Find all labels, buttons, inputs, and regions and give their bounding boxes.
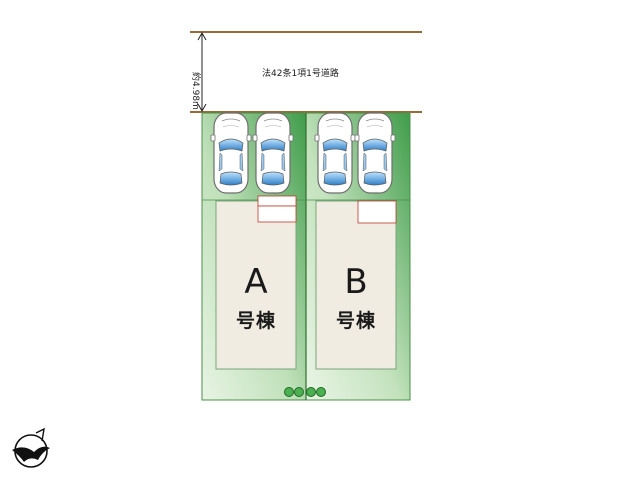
house-b-name: 号棟 bbox=[335, 310, 376, 332]
house-a-letter: A bbox=[244, 262, 268, 302]
house-a-name: 号棟 bbox=[235, 310, 276, 332]
planter-circle-icon bbox=[306, 387, 316, 397]
planter-circle-icon bbox=[284, 387, 294, 397]
car-icon bbox=[210, 112, 252, 194]
dimension-arrow-bottom bbox=[197, 103, 207, 113]
porch-step-a bbox=[257, 195, 297, 207]
porch-b bbox=[357, 200, 397, 224]
road-width-label: 約4.98m bbox=[190, 72, 200, 110]
house-b-letter: B bbox=[344, 262, 368, 302]
car-icon bbox=[252, 112, 294, 194]
planter-circle-icon bbox=[294, 387, 304, 397]
building-b bbox=[315, 200, 397, 370]
dimension-arrow-top bbox=[197, 31, 207, 41]
car-icon bbox=[354, 112, 396, 194]
porch-a bbox=[257, 205, 297, 223]
planter-circle-icon bbox=[316, 387, 326, 397]
road-label: 法42条1項1号道路 bbox=[262, 69, 339, 79]
car-icon bbox=[314, 112, 356, 194]
north-arrow-icon bbox=[12, 427, 50, 468]
building-a bbox=[215, 200, 297, 370]
